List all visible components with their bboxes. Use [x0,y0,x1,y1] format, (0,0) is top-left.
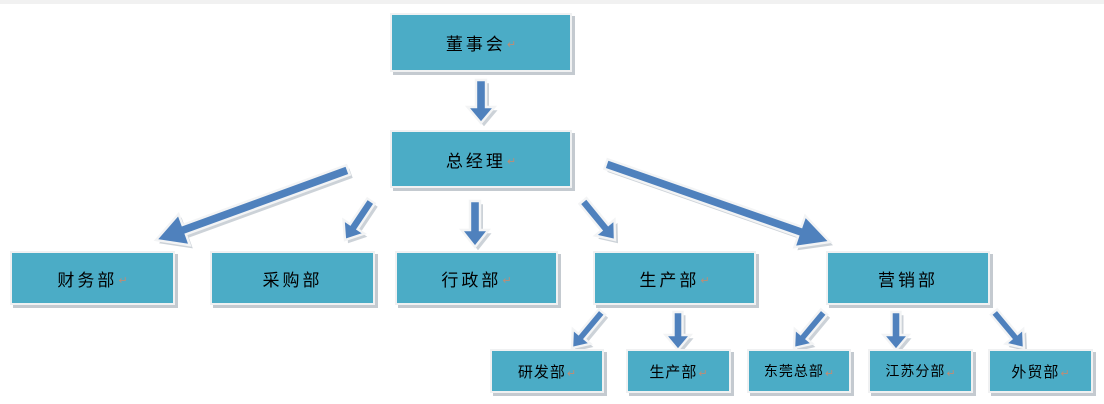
arrow-body [602,157,833,249]
connector-arrow-marketing-to-jiangsu[interactable] [880,310,912,354]
org-node-finance[interactable]: 财务部↵ [10,251,175,305]
paragraph-mark-icon: ↵ [118,273,128,287]
arrow-body [153,163,352,247]
paragraph-mark-icon: ↵ [1060,366,1070,380]
paragraph-mark-icon: ↵ [506,38,517,51]
org-node-board[interactable]: 董事会↵ [390,13,572,72]
page-edge-strip [0,0,1104,4]
org-node-rd[interactable]: 研发部↵ [490,349,604,393]
connector-arrow-production-to-production-sub[interactable] [662,310,694,354]
paragraph-mark-icon: ↵ [698,366,708,380]
paragraph-mark-icon: ↵ [824,366,835,380]
arrow-body [989,307,1026,350]
org-node-label: 生产部 [649,362,698,381]
org-node-trade[interactable]: 外贸部↵ [988,349,1093,393]
org-node-purchase[interactable]: 采购部 [210,251,375,305]
arrow-body [577,196,617,242]
arrow-body [880,310,912,352]
org-node-label: 江苏分部 [885,364,946,380]
connector-arrow-gm-to-purchase[interactable] [342,196,378,244]
org-node-label: 营销部 [878,270,938,291]
org-node-production[interactable]: 生产部↵ [593,251,756,305]
org-node-label: 董事会 [445,35,506,55]
paragraph-mark-icon: ↵ [566,366,577,380]
org-node-label: 外贸部 [1011,362,1060,381]
org-node-production-sub[interactable]: 生产部↵ [626,349,731,393]
org-node-marketing[interactable]: 营销部 [826,251,990,305]
org-node-label: 财务部 [57,270,118,291]
org-node-gm[interactable]: 总经理↵ [390,130,572,188]
connector-arrow-production-to-rd[interactable] [570,307,609,352]
org-node-label: 东莞总部 [763,364,824,380]
connector-arrow-board-to-gm[interactable] [464,78,498,127]
org-node-jiangsu[interactable]: 江苏分部↵ [868,349,973,393]
org-node-label: 行政部 [441,270,502,291]
paragraph-mark-icon: ↵ [700,273,710,287]
connector-arrow-gm-to-marketing[interactable] [602,157,833,251]
org-node-label: 研发部 [517,362,566,381]
connector-arrow-gm-to-production[interactable] [577,196,619,244]
connector-arrow-gm-to-finance[interactable] [153,163,353,249]
arrow-body [662,310,694,352]
connector-arrow-gm-to-admin[interactable] [459,199,492,251]
paragraph-mark-icon: ↵ [946,366,956,380]
paragraph-mark-icon: ↵ [502,273,512,287]
org-node-label: 生产部 [639,270,700,291]
arrow-body [792,307,829,350]
arrow-body [464,78,498,125]
connector-arrow-marketing-to-dongguan[interactable] [792,307,831,352]
arrow-body [570,307,607,350]
org-node-dongguan[interactable]: 东莞总部↵ [747,349,851,393]
org-node-label: 采购部 [262,270,323,291]
paragraph-mark-icon: ↵ [506,154,517,168]
org-node-admin[interactable]: 行政部↵ [395,251,558,305]
arrow-body [459,199,491,249]
org-node-label: 总经理 [445,151,506,172]
connector-arrow-marketing-to-trade[interactable] [989,307,1027,352]
arrow-body [342,196,377,242]
